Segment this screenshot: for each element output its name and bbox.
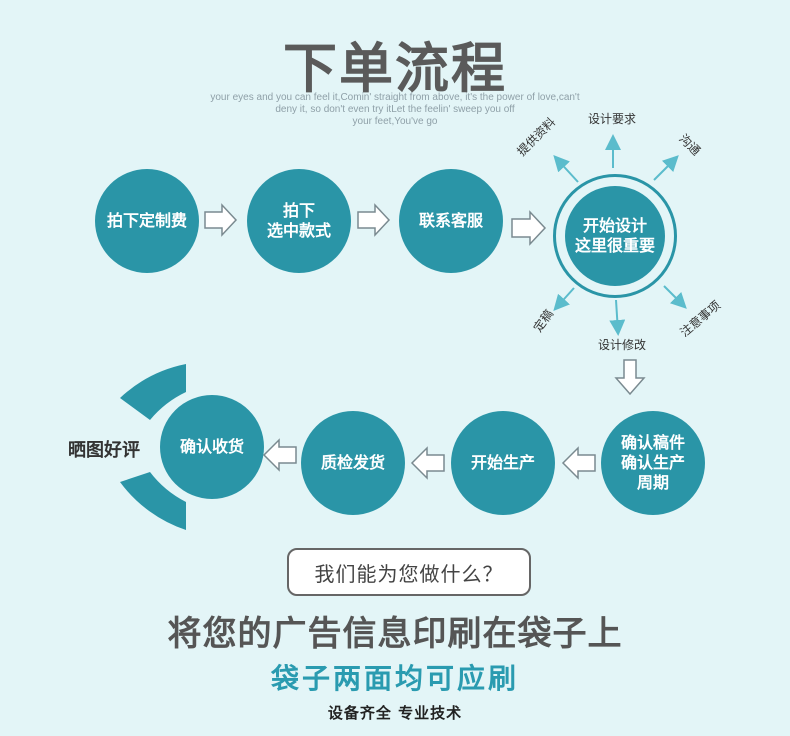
step-design: 开始设计 这里很重要 [565,186,665,286]
lyric-line-2: deny it, so don't even try itLet the fee… [275,104,515,115]
review-arc-bottom [120,472,186,530]
arrow-left-1 [561,446,596,480]
arrow-right-2 [357,203,391,237]
step-confirm-draft: 确认稿件 确认生产 周期 [601,411,705,515]
ray-materials [553,155,579,183]
footer-text: 设备齐全 专业技术 [327,704,463,722]
step-design-line-2: 这里很重要 [574,236,655,255]
headline: 将您的广告信息印刷在袋子上 [167,614,623,654]
step-inspect-label: 质检发货 [320,453,385,472]
step-pay: 拍下定制费 [95,169,199,273]
step-select-line-1: 拍下 [282,201,315,220]
tag-revise: 设计修改 [598,338,647,352]
ray-finalize [553,287,575,311]
review-label: 晒图好评 [68,440,140,461]
step-inspect: 质检发货 [301,411,405,515]
step-receive: 确认收货 [160,395,264,499]
step-confirm-draft-line-3: 周期 [636,473,669,492]
question-box: 我们能为您做什么？ [287,548,531,596]
arrow-down [614,359,646,396]
step-confirm-draft-line-2: 确认生产 [620,453,685,472]
question-text: 我们能为您做什么？ [314,561,504,586]
step-select: 拍下 选中款式 [247,169,351,273]
step-receive-label: 确认收货 [179,437,244,456]
arrow-right-3 [511,210,547,246]
lyric-text: your eyes and you can feel it,Comin' str… [180,92,610,128]
lyric-line-3: your feet,You've go [352,116,438,127]
arrow-left-2 [410,446,445,480]
step-produce: 开始生产 [451,411,555,515]
review-arc-top [120,364,186,420]
step-contact-label: 联系客服 [418,211,483,230]
subheadline: 袋子两面均可应刷 [270,662,519,695]
step-design-line-1: 开始设计 [582,216,647,235]
ray-communicate [653,155,679,181]
step-pay-label: 拍下定制费 [106,211,187,230]
lyric-line-1: your eyes and you can feel it,Comin' str… [210,92,580,103]
ray-notes [663,285,687,309]
page-title: 下单流程 [283,37,507,100]
step-produce-label: 开始生产 [470,453,535,472]
step-select-line-2: 选中款式 [266,221,331,240]
step-confirm-draft-line-1: 确认稿件 [620,433,685,452]
arrow-right-1 [204,203,238,237]
step-contact: 联系客服 [399,169,503,273]
arrow-left-3 [262,438,297,472]
tag-requirements: 设计要求 [588,112,637,126]
ray-revise [609,299,626,336]
